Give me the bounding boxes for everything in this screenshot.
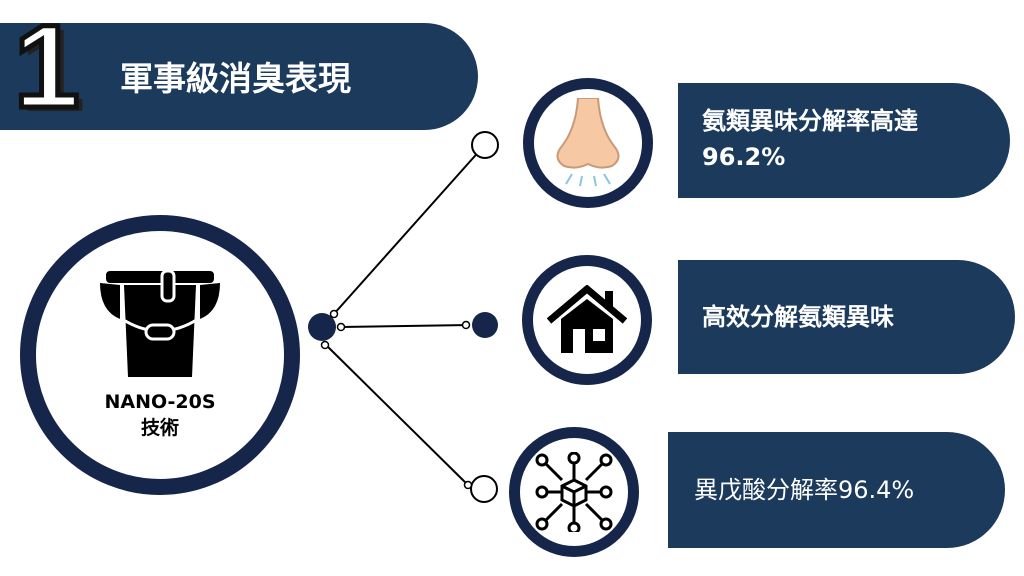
nose-circle — [523, 78, 653, 208]
item-1-line1: 氨類異味分解率高達 — [702, 107, 918, 135]
node-top — [471, 131, 499, 159]
bucket-icon — [100, 270, 220, 377]
node-bottom — [470, 475, 498, 503]
node-middle — [472, 312, 498, 338]
item-card-2: 高效分解氨類異味 — [678, 260, 1015, 374]
header-banner — [0, 23, 478, 130]
item-card-1: 氨類異味分解率高達 96.2% — [678, 83, 1010, 198]
chip-circle — [509, 427, 639, 557]
section-number: 1 — [12, 1, 83, 133]
hub-dot — [308, 313, 336, 341]
center-circle: NANO-20S 技術 — [20, 215, 300, 495]
section-title: 軍事級消臭表現 — [120, 59, 351, 98]
item-card-3: 異戊酸分解率96.4% — [668, 432, 1005, 548]
nose-icon — [556, 98, 620, 187]
item-2-text: 高效分解氨類異味 — [702, 303, 894, 331]
molecule-chip-icon — [535, 452, 613, 532]
center-label: NANO-20S — [104, 390, 216, 413]
item-3-text: 異戊酸分解率96.4% — [694, 476, 915, 504]
house-circle — [522, 255, 652, 385]
house-icon — [547, 285, 627, 353]
item-1-line2: 96.2% — [702, 143, 786, 171]
center-sublabel: 技術 — [140, 416, 179, 439]
